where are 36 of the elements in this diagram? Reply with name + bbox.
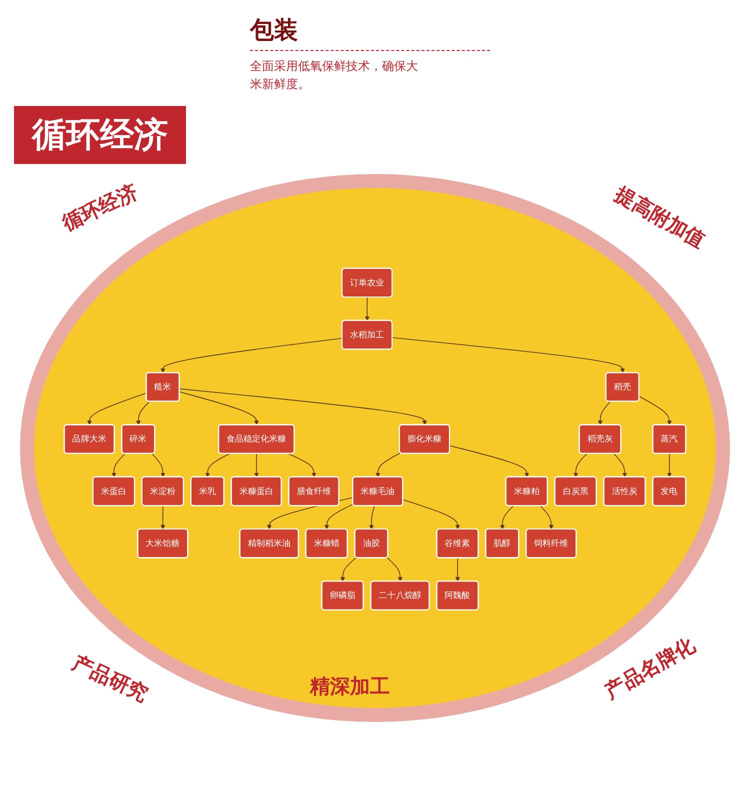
arrow [324, 504, 354, 530]
arrow [179, 391, 259, 426]
arrow [573, 453, 588, 478]
arrow [540, 505, 554, 530]
arrow [392, 337, 625, 373]
arrow [112, 453, 126, 478]
arrow [402, 499, 460, 530]
arrow [179, 388, 427, 426]
arrow [386, 557, 403, 582]
arrow [87, 392, 147, 426]
banner-title: 循环经济 [14, 106, 186, 164]
ring-label: 循环经济 [58, 178, 142, 237]
arrow [638, 396, 672, 426]
arrow [288, 453, 316, 478]
ring-label: 产品研究 [68, 649, 152, 708]
arrow [160, 505, 166, 530]
arrow [500, 505, 514, 530]
ring-label: 精深加工 [310, 673, 390, 700]
arrow [376, 452, 401, 478]
arrow [598, 401, 611, 426]
arrow [613, 453, 628, 478]
arrow [160, 338, 343, 373]
arrow [136, 401, 150, 426]
description-text: 全面采用低氧保鲜技术，确保大米新鲜度。 [250, 58, 419, 93]
section-heading: 包装 [250, 14, 490, 51]
arrow [205, 453, 230, 478]
arrow [340, 557, 357, 582]
arrow [369, 505, 375, 530]
arrow [364, 296, 370, 321]
arrow [449, 445, 530, 478]
arrow [152, 453, 166, 478]
ring-label: 产品名牌化 [600, 632, 700, 706]
arrow [254, 453, 259, 478]
ring-label: 提高附加值 [610, 180, 710, 254]
arrow [667, 453, 672, 478]
arrow [455, 558, 460, 582]
